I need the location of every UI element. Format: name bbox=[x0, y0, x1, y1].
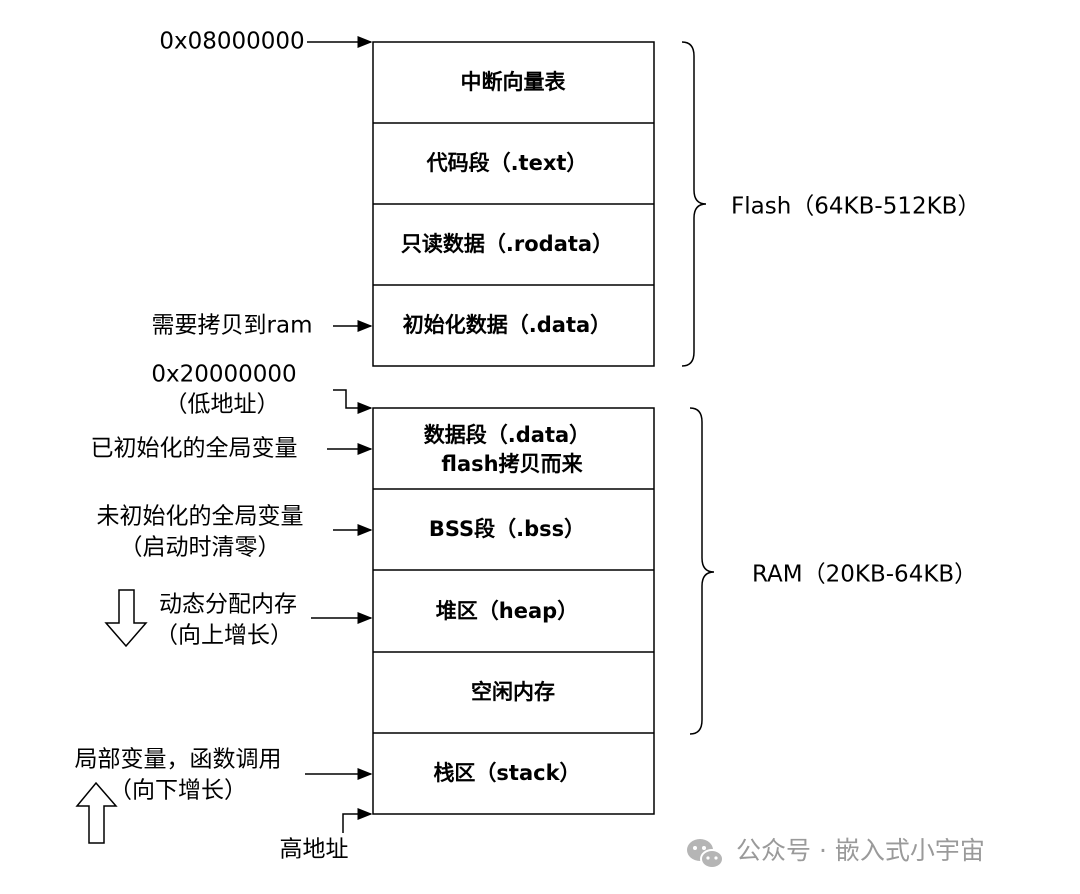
ram-cell-data: 数据段（.data） bbox=[424, 423, 590, 447]
ram-cell-data-note: flash拷贝而来 bbox=[441, 452, 583, 476]
ram-cell-heap: 堆区（heap） bbox=[436, 599, 578, 623]
ram-brace bbox=[689, 407, 715, 735]
flash-brace bbox=[681, 41, 707, 367]
ram-start-note: （低地址） bbox=[165, 392, 280, 418]
flash-start-address: 0x08000000 bbox=[159, 29, 304, 55]
heap-growth-arrow-icon bbox=[104, 589, 148, 648]
flash-cell-rodata: 只读数据（.rodata） bbox=[401, 232, 613, 256]
ram-cell-bss: BSS段（.bss） bbox=[429, 517, 585, 541]
heap-growth-label: （向上增长） bbox=[155, 623, 293, 649]
init-globals-label: 已初始化的全局变量 bbox=[91, 436, 298, 462]
ram-start-address: 0x20000000 bbox=[151, 362, 296, 388]
flash-cell-vector-table: 中断向量表 bbox=[461, 70, 567, 94]
ram-cell-free: 空闲内存 bbox=[471, 680, 555, 704]
watermark-text: 公众号 · 嵌入式小宇宙 bbox=[736, 836, 985, 865]
ram-range-label: RAM（20KB-64KB） bbox=[752, 562, 977, 588]
stack-growth-label: （向下增长） bbox=[109, 778, 247, 804]
copy-to-ram-label: 需要拷贝到ram bbox=[152, 313, 313, 339]
ram-cell-stack: 栈区（stack） bbox=[433, 761, 580, 785]
stack-usage-label: 局部变量，函数调用 bbox=[75, 747, 282, 773]
flash-cell-data: 初始化数据（.data） bbox=[403, 313, 611, 337]
uninit-globals-label: 未初始化的全局变量 bbox=[97, 504, 304, 530]
stack-growth-arrow-icon bbox=[75, 781, 118, 844]
flash-cell-text: 代码段（.text） bbox=[426, 151, 588, 175]
high-address-arrow bbox=[342, 808, 373, 833]
ram-start-arrow bbox=[333, 389, 373, 414]
uninit-globals-note: （启动时清零） bbox=[120, 535, 281, 561]
flash-block: 中断向量表 代码段（.text） 只读数据（.rodata） 初始化数据（.da… bbox=[372, 41, 655, 367]
dynamic-alloc-label: 动态分配内存 bbox=[159, 592, 297, 618]
high-address-label: 高地址 bbox=[280, 837, 349, 863]
flash-range-label: Flash（64KB-512KB） bbox=[731, 194, 980, 220]
ram-block: 数据段（.data） flash拷贝而来 BSS段（.bss） 堆区（heap）… bbox=[372, 407, 655, 815]
wechat-icon bbox=[687, 839, 724, 869]
